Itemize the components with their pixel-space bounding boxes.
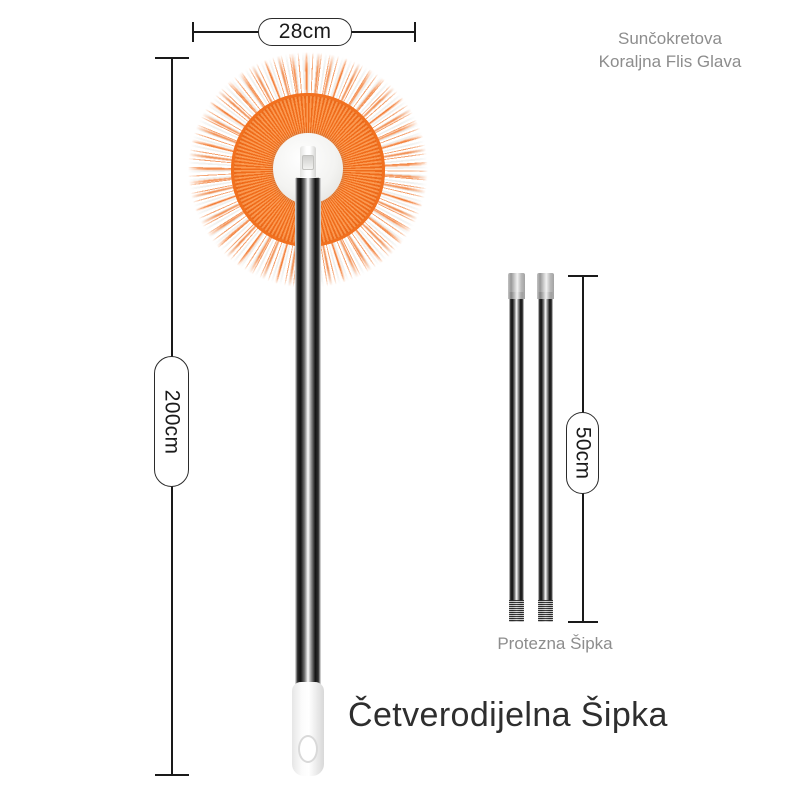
mop-swivel-pin-icon xyxy=(301,154,315,170)
extension-rod-1-ferrule xyxy=(509,600,524,622)
main-pole xyxy=(295,178,321,688)
height-dimension-badge: 200cm xyxy=(154,356,189,487)
extension-rod-2-ferrule xyxy=(538,600,553,622)
extension-rod-1-shaft xyxy=(509,292,524,622)
rod-dimension-badge: 50cm xyxy=(566,412,599,494)
extension-rod-2-shaft xyxy=(538,292,553,622)
width-dimension-cap-right xyxy=(414,22,416,42)
width-dimension-value: 28cm xyxy=(278,20,332,43)
height-dimension-value: 200cm xyxy=(160,389,184,454)
extension-rod-2-collar xyxy=(537,273,554,299)
height-dimension-cap-top xyxy=(155,57,189,59)
extension-rod-1-collar xyxy=(508,273,525,299)
height-dimension-cap-bottom xyxy=(155,774,189,776)
width-dimension-cap-left xyxy=(192,22,194,42)
rod-dimension-cap-bottom xyxy=(568,621,598,623)
handle-hang-hole xyxy=(298,735,318,763)
rod-dimension-cap-top xyxy=(568,275,598,277)
mop-head xyxy=(188,52,428,288)
rod-dimension-value: 50cm xyxy=(571,426,595,480)
width-dimension-badge: 28cm xyxy=(258,18,352,46)
mop-head-caption: Sunčokretova Koraljna Flis Glava xyxy=(598,29,742,71)
product-heading: Četverodijelna Šipka xyxy=(348,696,668,734)
extension-rod-caption: Protezna Šipka xyxy=(497,634,613,653)
